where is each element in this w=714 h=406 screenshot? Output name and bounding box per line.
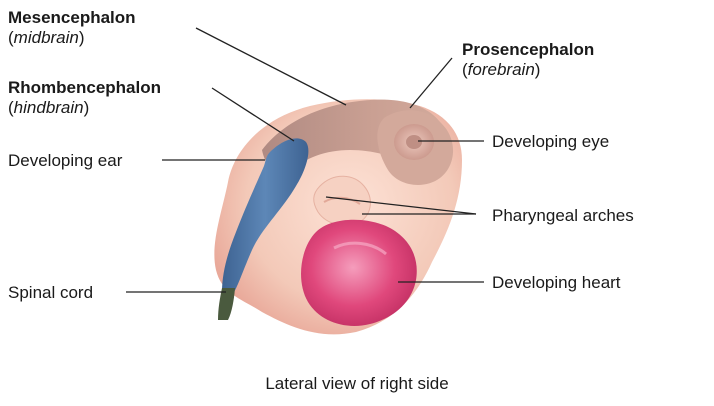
mesencephalon-close: ) — [79, 28, 85, 47]
prosencephalon-common: forebrain — [468, 60, 535, 79]
rhombencephalon-close: ) — [84, 98, 90, 117]
label-mesencephalon: Mesencephalon (midbrain) — [8, 8, 136, 48]
leader-rhombencephalon — [212, 88, 294, 141]
label-developing-heart: Developing heart — [492, 273, 621, 293]
prosencephalon-close: ) — [535, 60, 541, 79]
eye-center — [406, 135, 422, 149]
label-developing-eye: Developing eye — [492, 132, 609, 152]
label-prosencephalon: Prosencephalon (forebrain) — [462, 40, 594, 80]
rhombencephalon-common: hindbrain — [14, 98, 84, 117]
mesencephalon-name: Mesencephalon — [8, 8, 136, 27]
spinal-cord-tip — [218, 288, 235, 320]
mesencephalon-common: midbrain — [14, 28, 79, 47]
label-developing-ear: Developing ear — [8, 151, 122, 171]
label-spinal-cord: Spinal cord — [8, 283, 93, 303]
label-rhombencephalon: Rhombencephalon (hindbrain) — [8, 78, 161, 118]
prosencephalon-name: Prosencephalon — [462, 40, 594, 59]
figure-caption: Lateral view of right side — [0, 374, 714, 394]
leader-prosencephalon — [410, 58, 452, 108]
rhombencephalon-name: Rhombencephalon — [8, 78, 161, 97]
leader-mesencephalon — [196, 28, 346, 105]
heart-shape — [301, 220, 417, 326]
label-pharyngeal-arches: Pharyngeal arches — [492, 206, 634, 226]
